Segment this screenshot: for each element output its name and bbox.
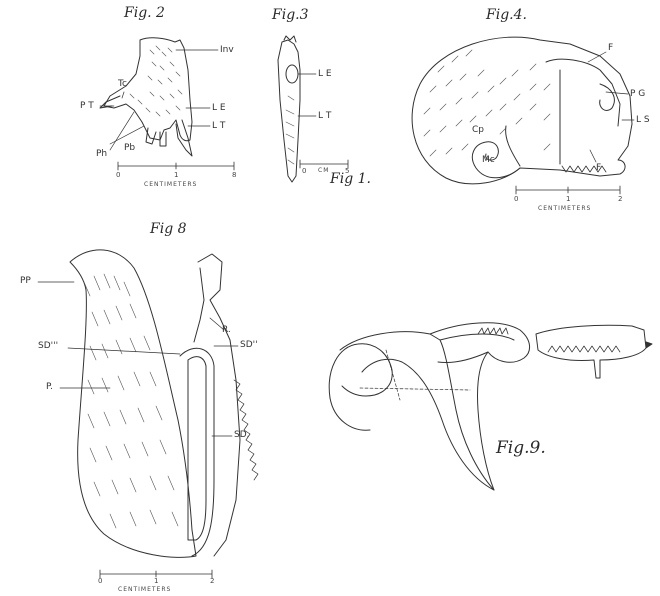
- fig8-label-p: P.: [46, 383, 53, 392]
- fig9-title: Fig.9.: [496, 440, 546, 457]
- fig4-scale-start: 0: [514, 196, 518, 203]
- fig2-scale-start: 0: [116, 172, 120, 179]
- fig3-scale-label: CM: [318, 168, 329, 174]
- fig4-label-ls: L S: [636, 116, 650, 125]
- fig3-scale-end: 5: [345, 168, 349, 175]
- fig4-label-pg: P G: [630, 90, 645, 99]
- fig2-scale-mid: 1: [174, 172, 178, 179]
- fig4-scale-end: 2: [618, 196, 622, 203]
- fig8-drawing: [38, 250, 258, 578]
- fig2-label-pb: Pb: [124, 144, 135, 153]
- fig4-scale-mid: 1: [566, 196, 570, 203]
- fig2-label-inv: Inv: [220, 46, 234, 55]
- fig2-label-tc: Tc: [118, 80, 127, 89]
- fig8-label-sd: SD.: [234, 431, 250, 440]
- fig9-drawing: [329, 323, 652, 490]
- fig4-label-cp: Cp: [472, 126, 484, 135]
- fig8-scale-start: 0: [98, 578, 102, 585]
- fig2-title: Fig. 2: [124, 6, 165, 20]
- fig8-scale-label: CENTIMETERS: [118, 587, 171, 593]
- fig1-title: Fig 1.: [330, 172, 371, 186]
- fig8-label-sd-double: SD'': [240, 341, 258, 350]
- fig2-scale-label: CENTIMETERS: [144, 182, 197, 188]
- fig8-scale-end: 2: [210, 578, 214, 585]
- fig4-label-f-top: F: [608, 44, 613, 53]
- fig8-scale-mid: 1: [154, 578, 158, 585]
- fig2-label-lt: L T: [212, 122, 225, 131]
- fig3-label-lt: L T: [318, 112, 331, 121]
- fig4-label-f-bottom: F: [596, 164, 601, 173]
- fig2-label-ph: Ph: [96, 150, 107, 159]
- fig4-label-mc: Mc: [482, 156, 495, 165]
- fig3-title: Fig.3: [272, 8, 309, 22]
- fig8-title: Fig 8: [150, 222, 187, 236]
- fig2-label-pt: P T: [80, 102, 94, 111]
- fig8-label-sd-triple: SD''': [38, 342, 58, 351]
- fig4-title: Fig.4.: [486, 8, 527, 22]
- fig4-scale-label: CENTIMETERS: [538, 206, 591, 212]
- fig3-scale-start: 0: [302, 168, 306, 175]
- fig2-label-le: L E: [212, 104, 226, 113]
- fig3-drawing: [278, 36, 348, 182]
- fig3-label-le: L E: [318, 70, 332, 79]
- fig8-label-r: R.: [222, 326, 231, 335]
- fig8-label-pp: PP: [20, 277, 31, 286]
- fig2-scale-end: 8: [232, 172, 236, 179]
